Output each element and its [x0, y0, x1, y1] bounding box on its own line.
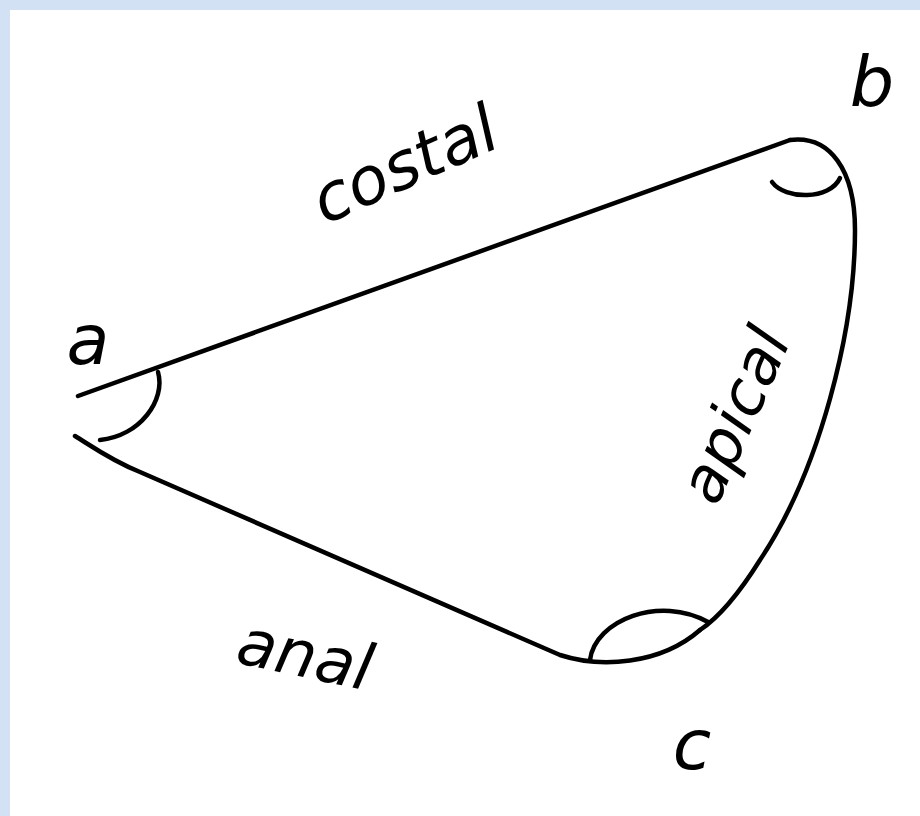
vertex-letter: c	[673, 710, 712, 780]
vertex-letter: b	[850, 47, 894, 117]
angle-arc	[590, 611, 708, 660]
vertex-letter: a	[67, 305, 110, 375]
angle-arc	[100, 372, 159, 440]
paper	[10, 10, 920, 816]
angle-arc	[772, 178, 840, 195]
